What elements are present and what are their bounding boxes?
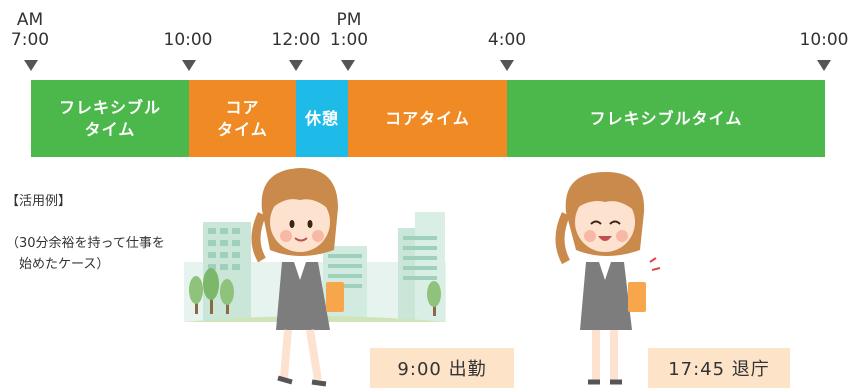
band-core-morning: コア タイム [189, 80, 296, 157]
tick-marker-7am [24, 60, 38, 71]
departure-tag: 17:45 退庁 [648, 348, 790, 388]
tick-label-4pm: 4:00 [487, 30, 527, 50]
tick-label-10pm: 10:00 [799, 30, 849, 50]
tick-marker-1pm [341, 60, 355, 71]
example-note: 【活用例】 （30分余裕を持って仕事を 始めたケース） [6, 170, 165, 275]
band-core-afternoon: コアタイム [348, 80, 507, 157]
tick-label-10am: 10:00 [163, 30, 213, 50]
band-flexible-morning: フレキシブル タイム [31, 80, 189, 157]
tick-marker-10pm [817, 60, 831, 71]
example-title: 【活用例】 [6, 194, 72, 209]
tick-marker-10am [182, 60, 196, 71]
woman-arriving [251, 168, 344, 387]
woman-departing [555, 172, 661, 385]
tick-label-1pm: PM 1:00 [329, 10, 369, 50]
arrival-tag: 9:00 出勤 [370, 348, 514, 388]
example-description: （30分余裕を持って仕事を 始めたケース） [6, 236, 165, 272]
trees [189, 268, 441, 316]
tick-marker-12pm [289, 60, 303, 71]
tick-marker-4pm [500, 60, 514, 71]
band-flexible-evening: フレキシブルタイム [507, 80, 825, 157]
tick-label-12pm: 12:00 [271, 30, 321, 50]
band-break: 休憩 [296, 80, 348, 157]
tick-label-7am: AM 7:00 [10, 10, 50, 50]
